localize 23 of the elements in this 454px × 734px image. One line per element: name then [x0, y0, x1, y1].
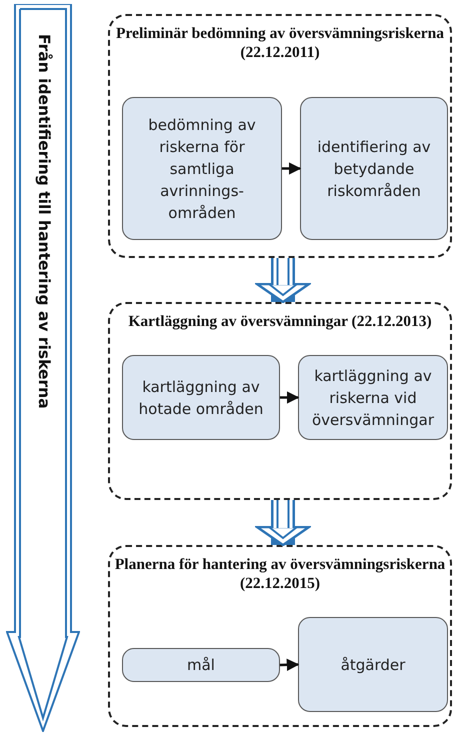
box-text: mål: [186, 655, 216, 676]
process-box: [122, 97, 282, 240]
stage-title: Preliminär bedömning av översvämningsriskerna (22.12.2011): [115, 24, 445, 62]
stage-panel: [108, 545, 452, 727]
arrow-shape: [6, 4, 80, 732]
arrow: [282, 162, 302, 175]
process-box: [300, 97, 448, 240]
stage-panel: [108, 14, 452, 258]
box-text: identifiering av betydande riskområden: [316, 136, 432, 202]
arrow-label: Från identifiering till hantering av riskerna: [34, 34, 53, 409]
process-box: [122, 648, 280, 682]
box-text: kartläggning av hotade områden: [138, 376, 264, 420]
arrow: [280, 391, 300, 404]
process-box: [298, 617, 448, 712]
box-text: kartläggning av riskerna vid översvämningar: [310, 366, 435, 430]
stage-title: Planerna för hantering av översvämningsriskerna (22.12.2015): [114, 555, 446, 593]
stage-title: Kartläggning av översvämningar (22.12.2013): [127, 312, 433, 331]
arrow: [280, 658, 300, 672]
stage-panel: [108, 302, 452, 500]
process-box: [298, 355, 448, 440]
box-text: bedömning av riskerna för samtliga avrinnings- områden: [147, 114, 257, 224]
process-box: [122, 355, 280, 440]
box-text: åtgärder: [340, 654, 406, 676]
